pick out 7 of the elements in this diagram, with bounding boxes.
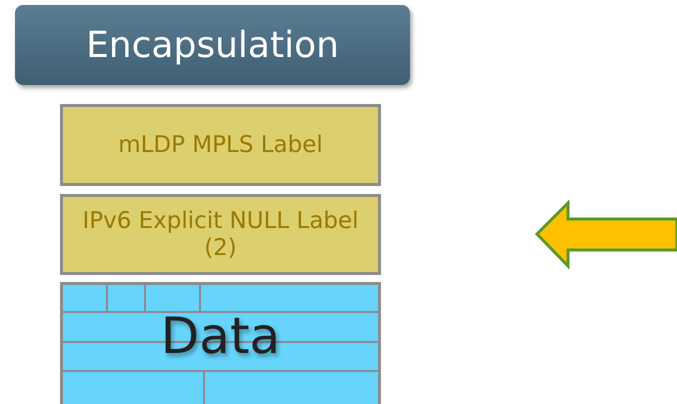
- heading-text: Encapsulation: [86, 24, 339, 66]
- data-text: Data: [160, 307, 282, 365]
- header-field-box: [60, 104, 381, 186]
- field-label: mLDP MPLS Label: [118, 132, 323, 158]
- heading-box: [15, 5, 410, 85]
- header-field-box: [60, 194, 381, 275]
- field-label: IPv6 Explicit NULL Label (2): [81, 208, 360, 261]
